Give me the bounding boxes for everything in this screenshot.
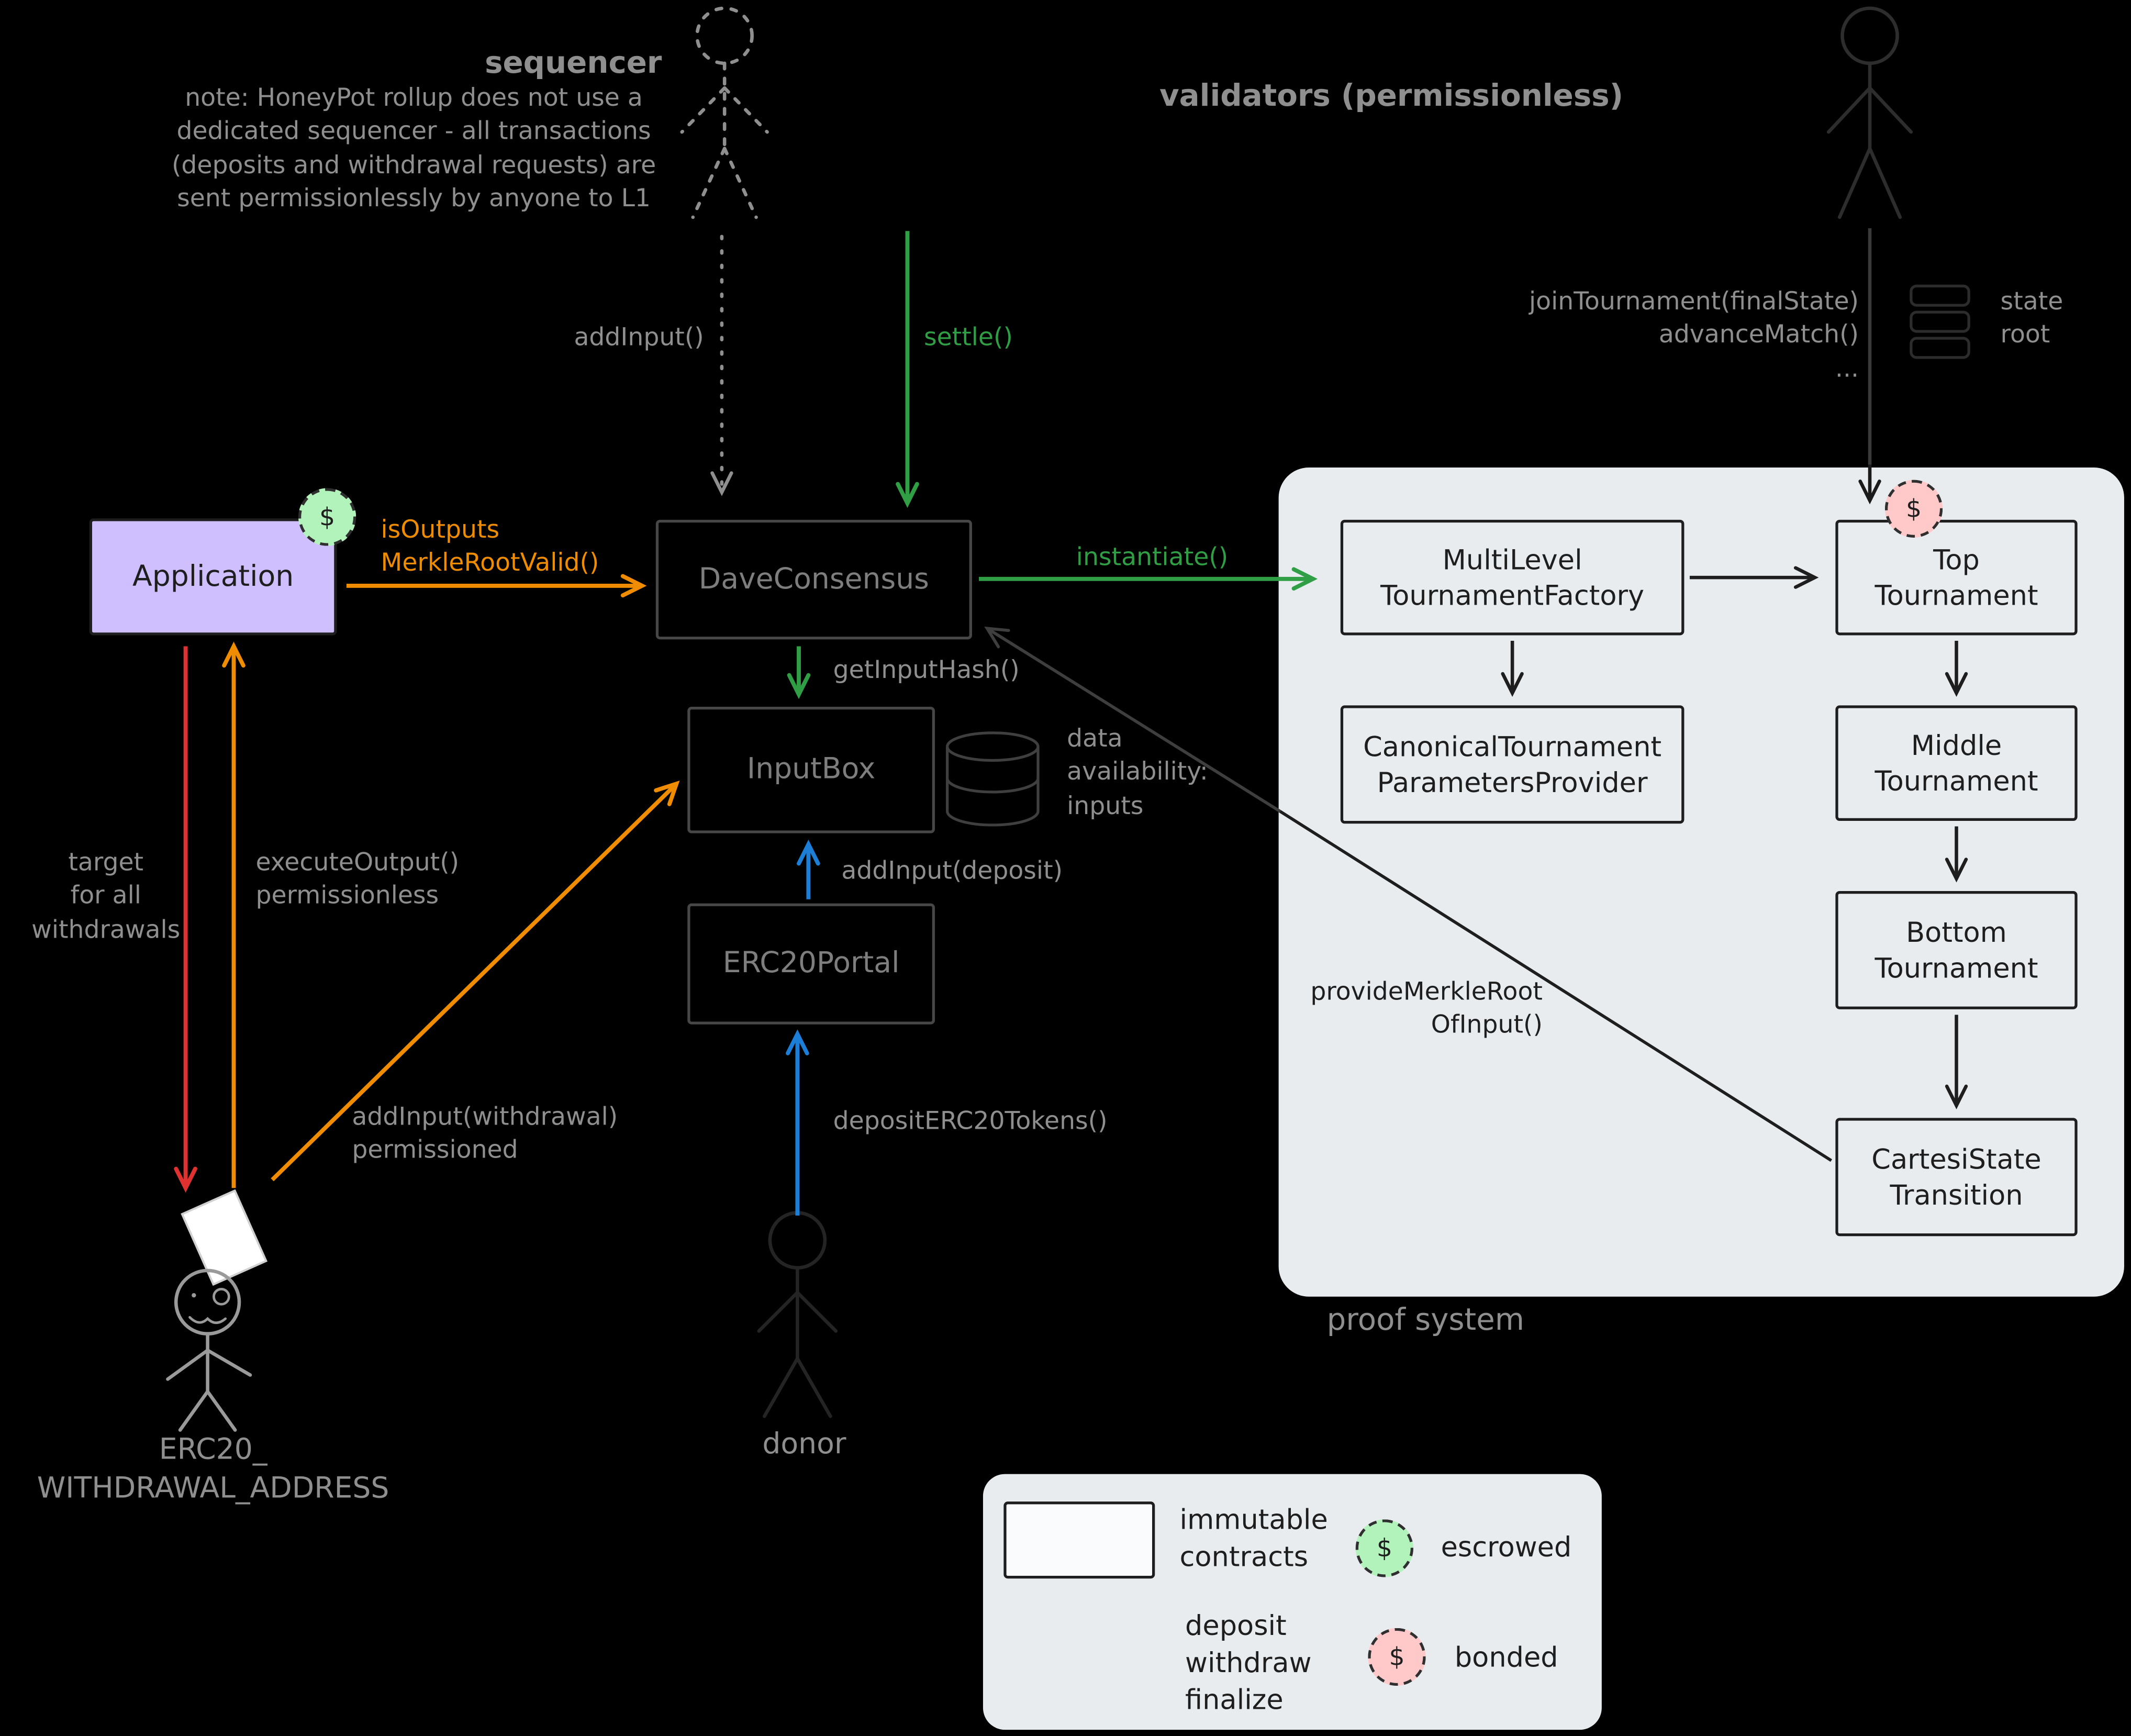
proof-system-label: proof system: [1326, 1303, 1525, 1338]
erc20-portal-box: ERC20Portal: [687, 903, 935, 1025]
validators-calls: joinTournament(finalState) advanceMatch(…: [1529, 286, 1859, 386]
dave-consensus-box: DaveConsensus: [655, 519, 972, 640]
legend-escrowed-badge: $: [1355, 1519, 1414, 1577]
data-availability-label: data availability: inputs: [1067, 725, 1208, 820]
validators-figure: [1826, 6, 1913, 219]
legend-bonded-badge: $: [1368, 1628, 1426, 1686]
input-box: InputBox: [687, 707, 935, 833]
addinput-deposit-label: addInput(deposit): [841, 856, 1063, 886]
legend-bonded-label: bonded: [1454, 1640, 1558, 1674]
dollar-icon: $: [319, 502, 336, 532]
deposit-erc20-label: depositERC20Tokens(): [833, 1107, 1108, 1136]
state-root-icon: [1910, 284, 1970, 359]
validators-call: ...: [1835, 354, 1859, 383]
legend-deposit-label: deposit: [1185, 1609, 1287, 1642]
top-tournament-box: Top Tournament: [1835, 519, 2078, 636]
tournament-factory-box: MultiLevel TournamentFactory: [1340, 519, 1684, 636]
database-icon: [946, 731, 1040, 827]
withdrawal-address-label: ERC20_ WITHDRAWAL_ADDRESS: [37, 1432, 389, 1505]
isoutputs-label: isOutputs MerkleRootValid(): [381, 515, 599, 578]
donor-label: donor: [762, 1427, 846, 1461]
middle-tournament-box: Middle Tournament: [1835, 705, 2078, 821]
withdraw-target-label: target for all withdrawals: [31, 848, 181, 944]
legend-escrowed-label: escrowed: [1441, 1530, 1572, 1564]
dave-consensus-label: DaveConsensus: [698, 562, 929, 595]
input-box-label: InputBox: [746, 752, 876, 786]
state-root-label: state root: [2000, 287, 2063, 350]
top-tournament-bond-badge: $: [1884, 480, 1943, 538]
addinput-withdrawal-label: addInput(withdrawal) permissioned: [352, 1103, 618, 1165]
legend-immutable-label: immutable contracts: [1179, 1503, 1328, 1573]
legend-immutable-box: [1003, 1501, 1155, 1579]
validators-title: validators (permissionless): [1159, 80, 1624, 114]
donor-figure: [757, 1211, 838, 1418]
canonical-provider-box: CanonicalTournament ParametersProvider: [1340, 705, 1684, 824]
application-box: Application: [89, 518, 337, 636]
erc20-portal-label: ERC20Portal: [722, 946, 900, 980]
sequencer-note-line: sent permissionlessly by anyone to L1: [177, 184, 651, 213]
sequencer-note-line: note: HoneyPot rollup does not use a: [185, 84, 643, 113]
getinputhash-label: getInputHash(): [833, 655, 1020, 685]
provide-merkle-label: provideMerkleRoot OfInput(): [1310, 977, 1543, 1040]
bottom-tournament-box: Bottom Tournament: [1835, 891, 2078, 1009]
legend-finalize-label: finalize: [1185, 1683, 1284, 1716]
sequencer-figure: [680, 6, 769, 219]
sequencer-title: sequencer: [485, 47, 662, 81]
withdrawal-address-figure: [166, 1189, 268, 1432]
sequencer-note-line: (deposits and withdrawal requests) are: [171, 150, 656, 180]
validators-call: advanceMatch(): [1658, 320, 1859, 350]
validators-call: joinTournament(finalState): [1529, 287, 1859, 317]
settle-label: settle(): [924, 323, 1013, 352]
cartesi-state-transition-box: CartesiState Transition: [1835, 1118, 2078, 1237]
legend-withdraw-label: withdraw: [1185, 1645, 1312, 1679]
sequencer-note: note: HoneyPot rollup does not use a ded…: [172, 83, 656, 216]
instantiate-label: instantiate(): [1076, 543, 1229, 572]
dollar-icon: $: [1906, 494, 1922, 524]
addinput-label: addInput(): [574, 323, 704, 352]
sequencer-note-line: dedicated sequencer - all transactions: [176, 117, 651, 147]
top-hat-icon: [181, 1189, 268, 1286]
dollar-icon: $: [1376, 1533, 1392, 1563]
execute-output-label: executeOutput() permissionless: [255, 848, 460, 911]
application-label: Application: [132, 559, 294, 593]
application-escrow-badge: $: [298, 488, 356, 546]
dollar-icon: $: [1389, 1642, 1405, 1672]
